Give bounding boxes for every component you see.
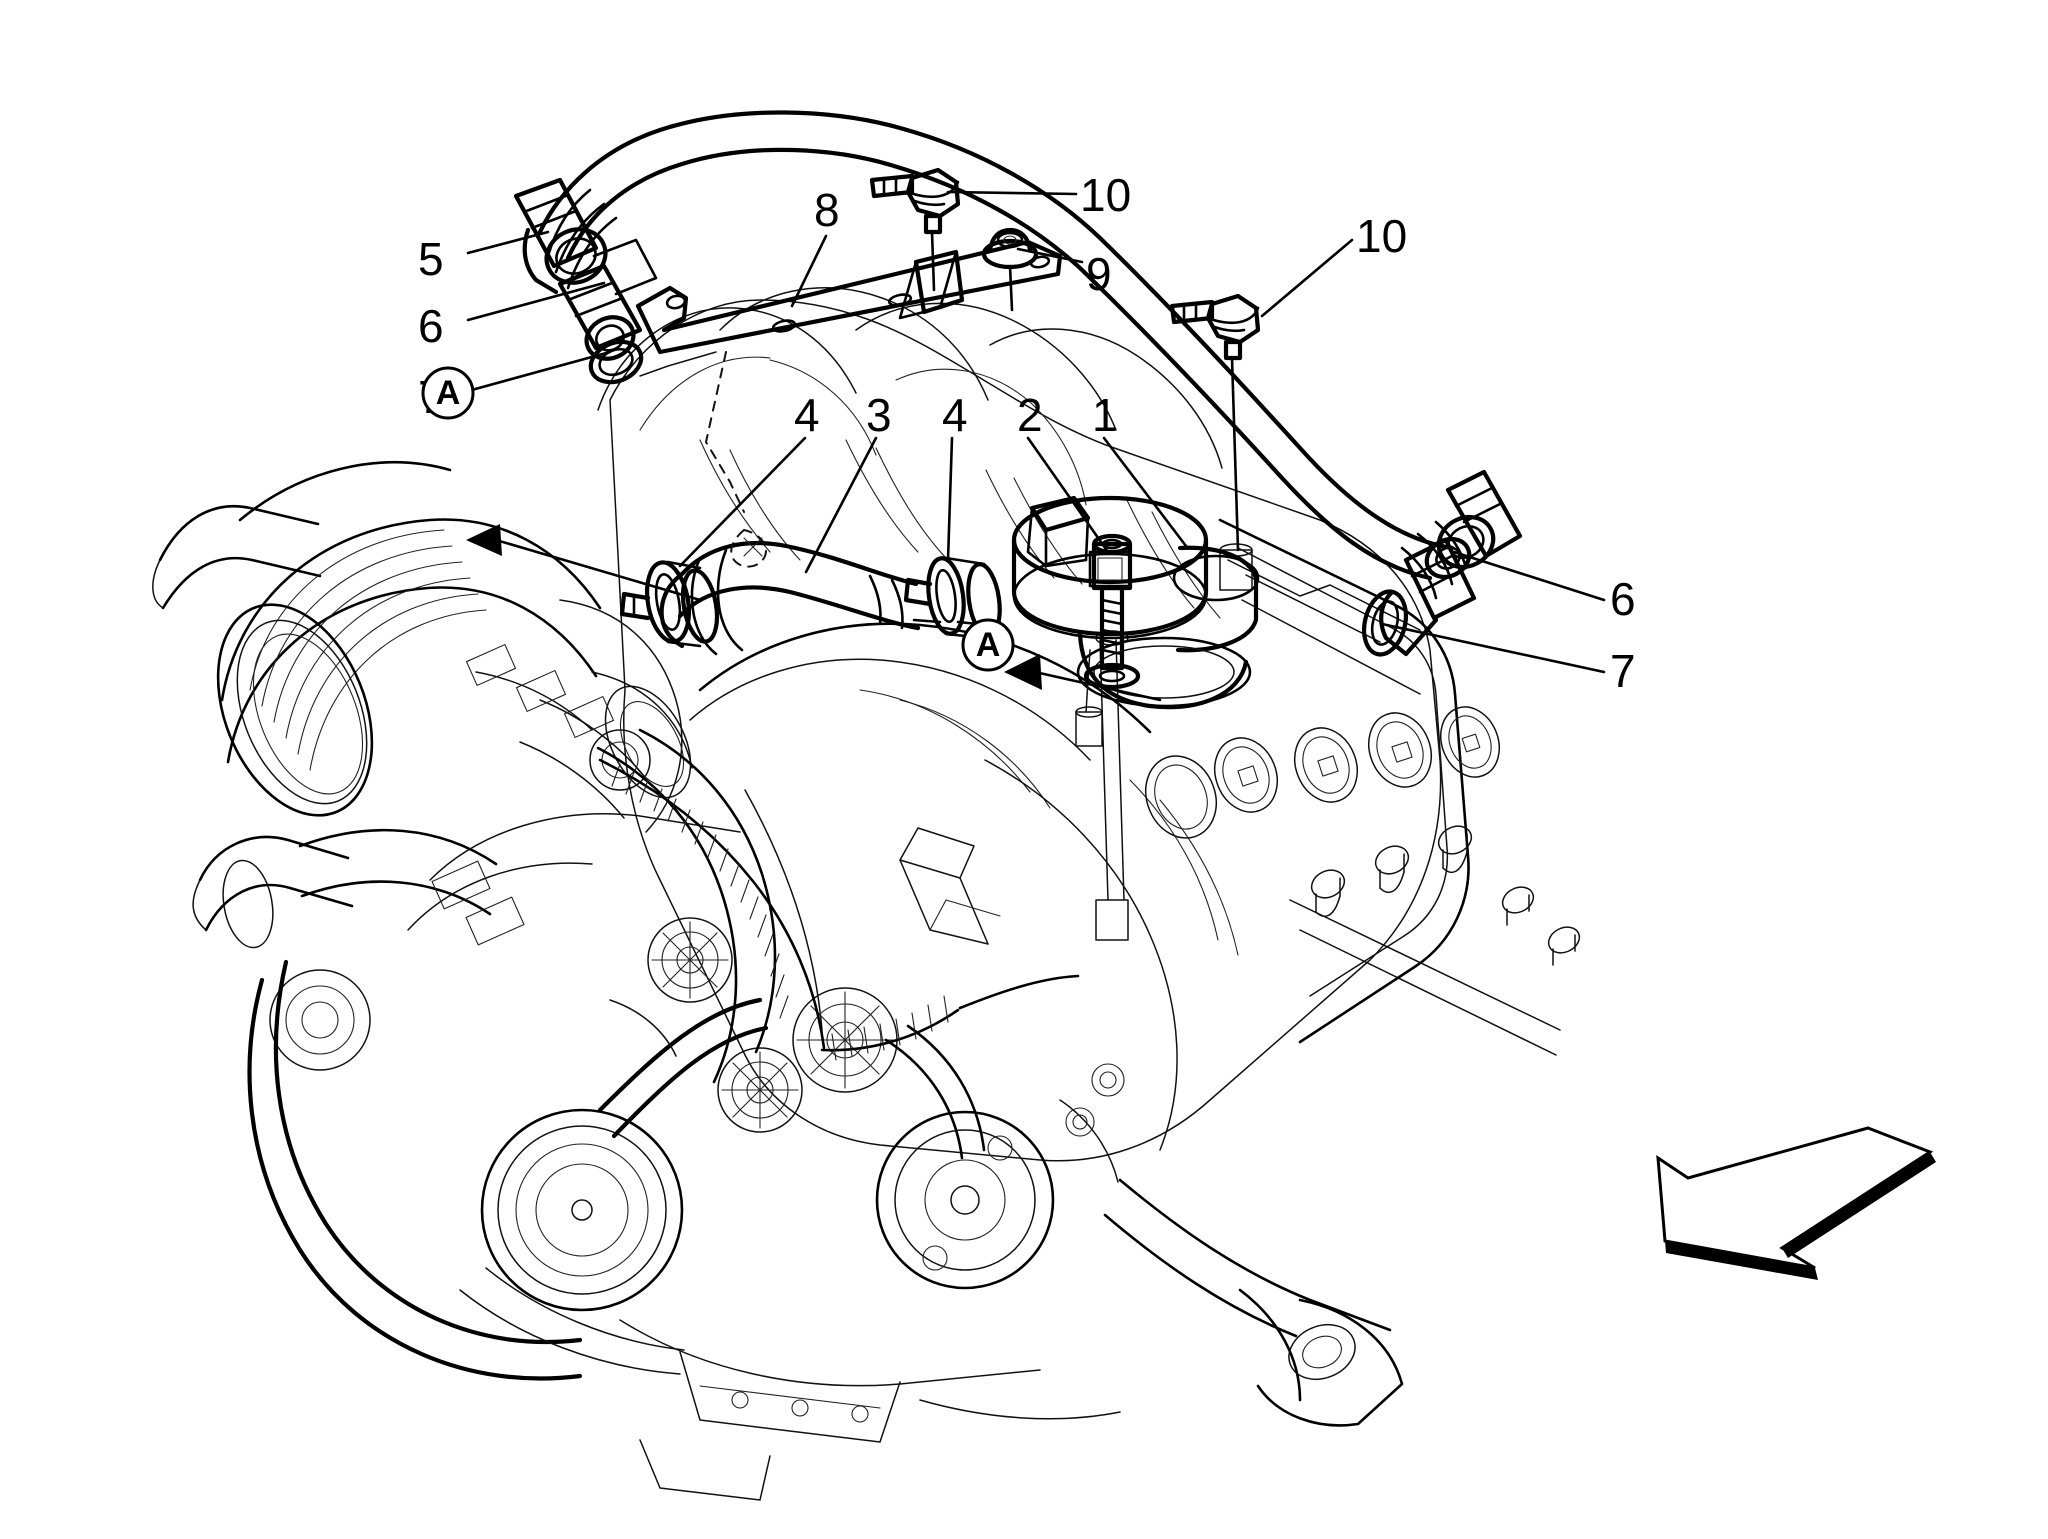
part-5-hose-end-right: [1436, 469, 1523, 570]
part-9-nut: [981, 227, 1039, 312]
left-fitting-stack: [513, 177, 658, 385]
callout-10-left: 10: [1080, 169, 1132, 221]
part-7-oring-left: [588, 339, 644, 385]
leader-2: [1026, 436, 1110, 554]
callout-9: 9: [1086, 248, 1112, 300]
section-marker-A2-circle: [961, 618, 1015, 672]
callout-4-left: 4: [794, 389, 820, 441]
part-4-clamp-right: [903, 556, 1002, 640]
cam-cover-bolt-row: [1289, 825, 1581, 1056]
leader-lines: [466, 190, 1606, 674]
part-10-clip-right: [1169, 293, 1261, 591]
view-direction-arrow-shape: [1656, 1126, 1936, 1280]
section-arrow-A2: [1004, 654, 1162, 702]
leader-5: [466, 230, 550, 255]
leader-4b: [946, 436, 954, 562]
idler-pulleys: [269, 729, 898, 1133]
part-3-hose: [659, 541, 921, 656]
callout-5: 5: [418, 233, 444, 285]
leader-6l: [466, 281, 606, 322]
part-8-bracket: [635, 239, 1063, 355]
callout-6-right: 6: [1610, 573, 1636, 625]
part-10-clip-left: [869, 167, 961, 292]
engine-assembly: [152, 287, 1581, 1501]
section-marker-A1-circle: [421, 366, 475, 420]
callout-3: 3: [866, 389, 892, 441]
part-5-coupling: [513, 177, 608, 295]
part-1-oil-separator: [1011, 495, 1260, 747]
front-cover-block: [407, 813, 1404, 1501]
leader-10a: [946, 190, 1078, 196]
section-marker-A1-label: A: [435, 374, 461, 412]
right-cam-cover: [1145, 518, 1501, 1044]
part-4-clamp-left: [619, 560, 720, 648]
leader-10b: [1260, 238, 1354, 318]
callout-4-right: 4: [942, 389, 968, 441]
leader-8: [790, 234, 828, 308]
leader-7r: [1380, 622, 1606, 674]
leader-7l: [466, 350, 612, 393]
accessory-drive: [247, 728, 1055, 1381]
part-5-blowby-hose: [537, 110, 1468, 600]
section-marker-A2-label: A: [975, 626, 1001, 664]
callout-10-right: 10: [1356, 210, 1408, 262]
callout-8: 8: [814, 184, 840, 236]
loom-coils: [611, 763, 789, 1019]
leader-6r: [1452, 550, 1606, 602]
section-arrow-A1: [466, 524, 702, 602]
leader-9: [1016, 247, 1084, 264]
callout-7-right: 7: [1610, 645, 1636, 697]
block-detail: [431, 644, 1125, 1183]
air-intake-duct: [152, 461, 693, 949]
callout-2: 2: [1017, 389, 1043, 441]
bolt-threads: [1100, 598, 1124, 656]
construction-lines: [639, 351, 767, 568]
callout-6-left: 6: [418, 300, 444, 352]
leader-1: [1102, 436, 1188, 548]
cam-cover-ports: [1145, 706, 1501, 839]
part-2-bolt: [1083, 533, 1141, 690]
pulley-spokes: [651, 921, 894, 1129]
leader-4a: [678, 436, 807, 568]
duct-ribs: [249, 529, 487, 771]
leader-3: [804, 436, 878, 574]
wiring-harness: [475, 671, 1080, 1061]
callout-1: 1: [1092, 389, 1118, 441]
